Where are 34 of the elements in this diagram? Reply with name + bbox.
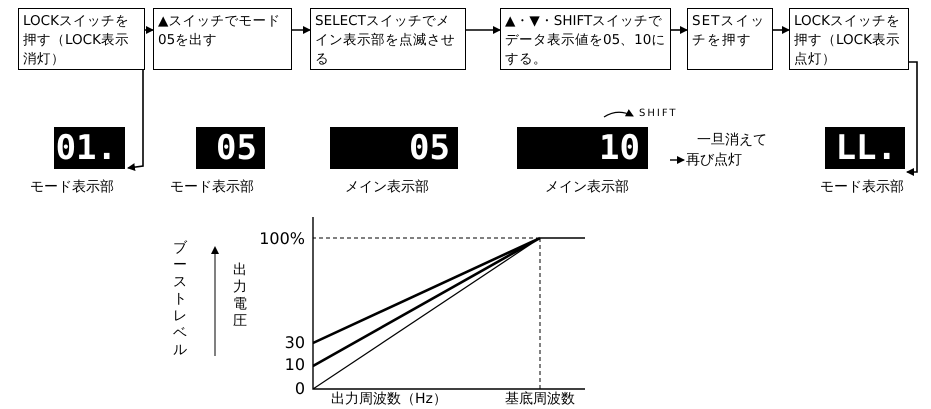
vertical-label: ブーストレベル [172,240,188,359]
display-caption: メイン表示部 [345,178,429,196]
tick-label: 100% [258,229,305,248]
leader-line [906,61,918,176]
arrow [466,26,501,34]
segment-display: LL. [825,127,905,169]
arrow [292,26,311,34]
axis-label: 出力電圧 [232,262,248,330]
step-box: LOCKスイッチを押す（LOCK表示消灯） [18,8,145,70]
tick-label: 基底周波数 [504,390,576,408]
step-box: ▲・▼・SHIFTスイッチでデータ表示値を05、10にする。 [500,8,671,70]
step-box: ▲スイッチでモード05を出す [153,8,292,70]
arrow [145,26,154,34]
note-text: 再び点灯 [686,151,742,169]
tick-label: 0 [294,379,305,398]
tick-label: 30 [284,333,305,352]
segment-display: 05 [330,127,458,169]
display-caption: メイン表示部 [545,178,629,196]
segment-display: 10 [517,127,648,169]
segment-display: 01. [54,127,125,169]
note-text: 一旦消えて [697,131,767,149]
display-caption: モード表示部 [820,178,904,196]
arrow [773,26,790,34]
axis-label: 出力周波数（Hz） [331,390,447,408]
step-box: SELECTスイッチでメイン表示部を点滅させる [310,8,466,70]
tick-label: 10 [284,355,305,374]
leader-line [127,70,144,172]
display-caption: モード表示部 [30,178,114,196]
step-box: LOCKスイッチを押す（LOCK表示点灯） [789,8,909,70]
arrow [671,26,688,34]
display-caption: モード表示部 [170,178,254,196]
shift-label: SHIFT [639,108,678,119]
step-box: SETスイッチを押す [687,8,773,70]
segment-display: 05 [196,127,265,169]
